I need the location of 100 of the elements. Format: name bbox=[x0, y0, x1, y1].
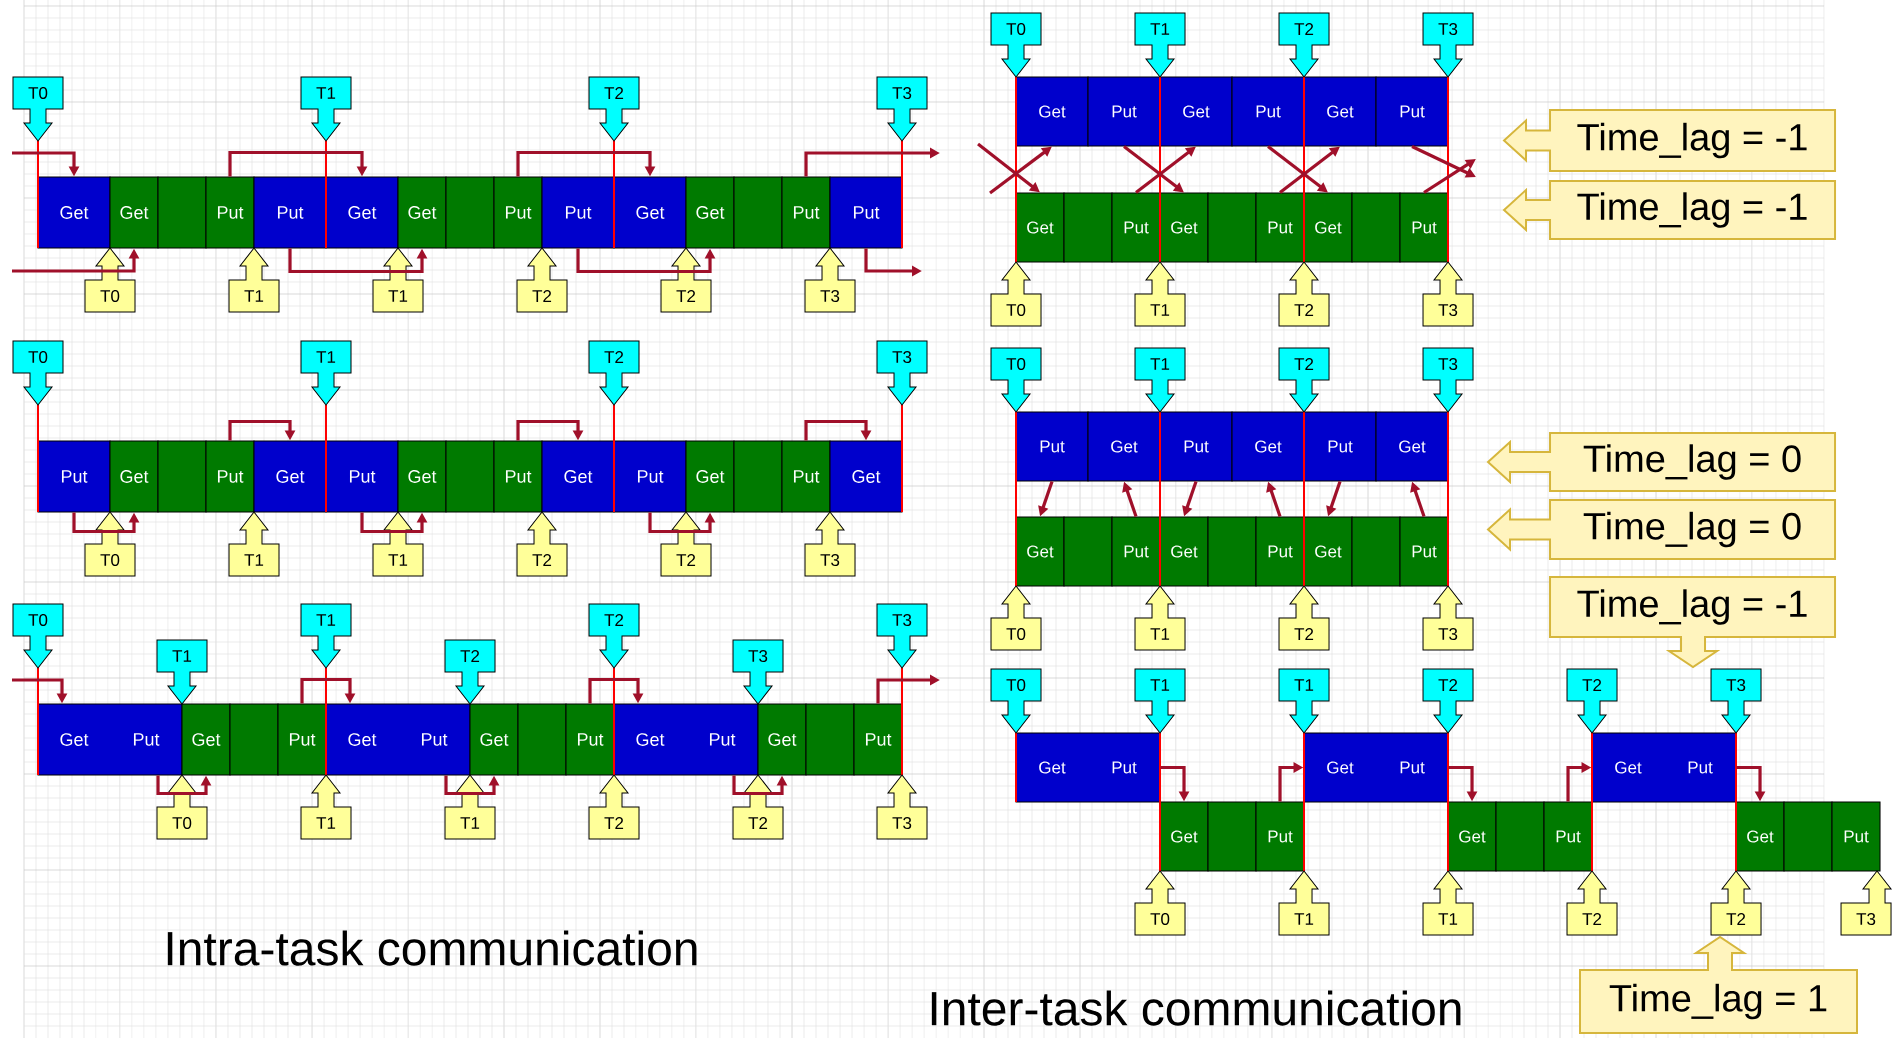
timeline-cell: Get bbox=[181, 703, 231, 776]
timeline-cell: Get bbox=[1303, 76, 1377, 147]
timeline-cell: Get bbox=[613, 176, 687, 249]
timeline-cell bbox=[1351, 516, 1401, 587]
marker-callout: T3 bbox=[732, 639, 784, 705]
timeline-cell: Get bbox=[325, 176, 399, 249]
timeline-cell: Put bbox=[1231, 76, 1305, 147]
timeline-cell: Get bbox=[541, 440, 615, 513]
arrow bbox=[516, 419, 584, 441]
marker-callout: T2 bbox=[444, 639, 496, 705]
marker-callout: T0 bbox=[84, 511, 136, 577]
timeline-cell: Put bbox=[613, 440, 687, 513]
timeline-cell: Put bbox=[1399, 192, 1449, 263]
marker-callout: T1 bbox=[372, 511, 424, 577]
timeline-cell: Get bbox=[1015, 516, 1065, 587]
timeline-cell bbox=[229, 703, 279, 776]
marker-callout: T2 bbox=[1278, 261, 1330, 327]
timeline-cell: Get Put bbox=[1015, 732, 1161, 803]
marker-callout: T2 bbox=[588, 340, 640, 406]
timeline-cell: Put bbox=[853, 703, 903, 776]
marker-callout: T3 bbox=[876, 603, 928, 669]
timeline-cell: Put bbox=[1831, 801, 1881, 872]
marker-callout: T1 bbox=[1134, 668, 1186, 734]
marker-callout: T2 bbox=[588, 774, 640, 840]
marker-callout: T1 bbox=[300, 76, 352, 142]
timeline-cell: Get Put bbox=[325, 703, 471, 776]
timeline-cell: Get bbox=[37, 176, 111, 249]
timeline-cell: Get Put bbox=[613, 703, 759, 776]
marker-callout: T3 bbox=[804, 511, 856, 577]
arrow bbox=[804, 419, 872, 441]
marker-callout: T3 bbox=[1422, 347, 1474, 413]
arrow bbox=[1267, 145, 1328, 193]
timeline-cell: Get bbox=[109, 176, 159, 249]
marker-callout: T1 bbox=[228, 247, 280, 313]
timeline-cell bbox=[733, 440, 783, 513]
timeline-cell: Put bbox=[829, 176, 903, 249]
timeline-cell: Get bbox=[685, 440, 735, 513]
timeline-cell bbox=[1351, 192, 1401, 263]
timeline-cell bbox=[1063, 516, 1113, 587]
timeline-cell: Get bbox=[1087, 411, 1161, 482]
timeline-cell: Get bbox=[1015, 192, 1065, 263]
timeline-cell: Put bbox=[493, 440, 543, 513]
timeline-cell: Put bbox=[1111, 192, 1161, 263]
marker-callout: T2 bbox=[1278, 585, 1330, 651]
marker-callout: T2 bbox=[660, 247, 712, 313]
timeline-cell: Get bbox=[1231, 411, 1305, 482]
arrow bbox=[228, 150, 368, 177]
timeline-cell: Get Put bbox=[37, 703, 183, 776]
timeline-cell bbox=[157, 440, 207, 513]
arrow bbox=[1279, 146, 1340, 194]
marker-callout: T1 bbox=[444, 774, 496, 840]
arrow bbox=[300, 677, 356, 704]
timeline-cell: Get bbox=[1447, 801, 1497, 872]
arrow-callout: Time_lag = 1 bbox=[1579, 935, 1859, 1034]
marker-callout: T3 bbox=[1840, 870, 1892, 936]
timeline-cell: Get bbox=[397, 176, 447, 249]
timeline-cell: Put bbox=[1015, 411, 1089, 482]
timeline-cell bbox=[517, 703, 567, 776]
marker-callout: T0 bbox=[156, 774, 208, 840]
timeline-cell: Get bbox=[1735, 801, 1785, 872]
timeline-cell bbox=[733, 176, 783, 249]
timeline-cell: Get Put bbox=[1591, 732, 1737, 803]
timeline-cell: Get bbox=[757, 703, 807, 776]
marker-callout: T2 bbox=[1278, 347, 1330, 413]
timeline-cell: Put bbox=[1543, 801, 1593, 872]
marker-callout: T3 bbox=[876, 76, 928, 142]
timeline-cell: Put bbox=[253, 176, 327, 249]
timeline-cell bbox=[1063, 192, 1113, 263]
arrow bbox=[989, 146, 1052, 195]
marker-callout: T1 bbox=[1134, 261, 1186, 327]
marker-callout: T2 bbox=[588, 76, 640, 142]
marker-callout: T1 bbox=[156, 639, 208, 705]
timeline-cell: Get bbox=[829, 440, 903, 513]
marker-callout: T0 bbox=[990, 668, 1042, 734]
marker-callout: T0 bbox=[990, 585, 1042, 651]
timeline-cell: Put bbox=[205, 176, 255, 249]
timeline-cell: Get bbox=[1303, 516, 1353, 587]
marker-callout: T1 bbox=[300, 774, 352, 840]
timeline-cell bbox=[1207, 516, 1257, 587]
marker-callout: T1 bbox=[1134, 585, 1186, 651]
timeline-cell bbox=[1783, 801, 1833, 872]
marker-callout: T2 bbox=[660, 511, 712, 577]
marker-callout: T2 bbox=[516, 247, 568, 313]
arrow bbox=[977, 142, 1040, 193]
timeline-cell: Get bbox=[469, 703, 519, 776]
marker-callout: T0 bbox=[990, 347, 1042, 413]
timeline-cell: Put bbox=[325, 440, 399, 513]
timeline-cell: Put bbox=[1087, 76, 1161, 147]
timeline-cell: Get bbox=[1015, 76, 1089, 147]
timeline-cell: Get bbox=[1303, 192, 1353, 263]
timeline-cell: Put bbox=[1159, 411, 1233, 482]
timeline-cell bbox=[805, 703, 855, 776]
marker-callout: T1 bbox=[1422, 870, 1474, 936]
marker-callout: T0 bbox=[12, 76, 64, 142]
timeline-cell: Put bbox=[541, 176, 615, 249]
arrow bbox=[588, 677, 644, 704]
marker-callout: T0 bbox=[84, 247, 136, 313]
timeline-cell: Get bbox=[109, 440, 159, 513]
timeline-cell: Get bbox=[1159, 192, 1209, 263]
timeline-cell: Put bbox=[1255, 516, 1305, 587]
